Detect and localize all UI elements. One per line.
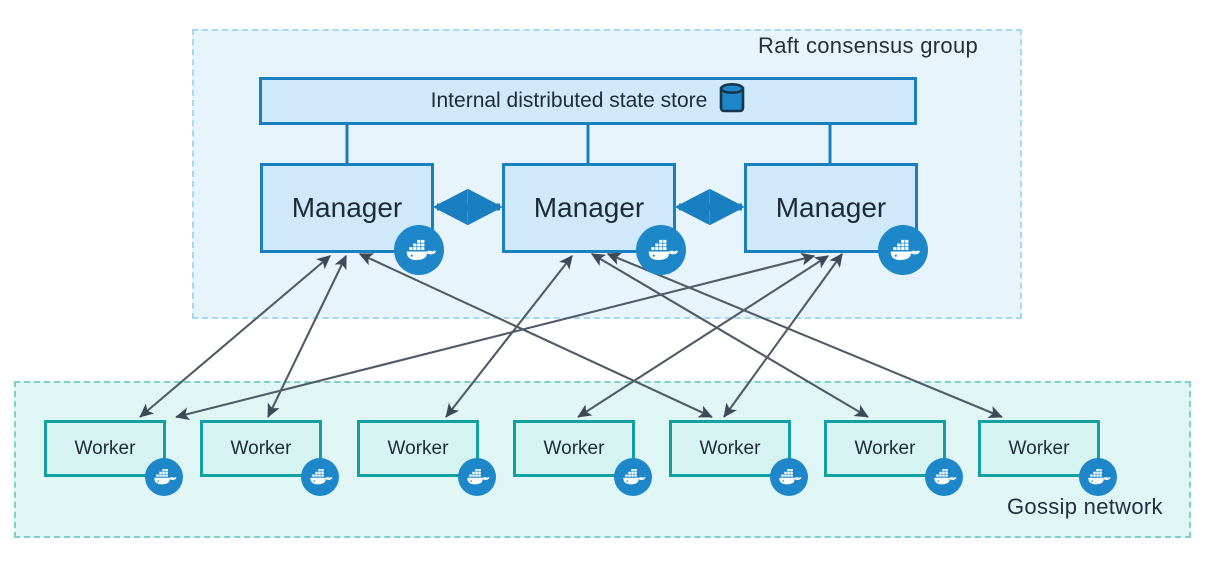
docker-whale-icon bbox=[770, 458, 808, 496]
docker-whale-icon bbox=[301, 458, 339, 496]
docker-whale-icon bbox=[614, 458, 652, 496]
manager-label: Manager bbox=[533, 192, 645, 223]
worker-node-4[interactable]: Worker bbox=[513, 420, 635, 477]
gossip-network-group-label: Gossip network bbox=[1007, 494, 1163, 519]
manager-node-2[interactable]: Manager bbox=[502, 163, 676, 253]
internal-state-store-node[interactable]: Internal distributed state store bbox=[259, 77, 917, 125]
worker-label: Worker bbox=[74, 437, 136, 459]
manager-label: Manager bbox=[291, 192, 403, 223]
worker-node-1[interactable]: Worker bbox=[44, 420, 166, 477]
worker-node-7[interactable]: Worker bbox=[978, 420, 1100, 477]
worker-label: Worker bbox=[1008, 437, 1070, 459]
worker-node-5[interactable]: Worker bbox=[669, 420, 791, 477]
store-to-manager-connectors bbox=[345, 125, 832, 164]
docker-whale-icon bbox=[878, 225, 928, 275]
state-store-label: Internal distributed state store bbox=[430, 89, 708, 112]
worker-node-6[interactable]: Worker bbox=[824, 420, 946, 477]
docker-whale-icon bbox=[458, 458, 496, 496]
worker-label: Worker bbox=[854, 437, 916, 459]
worker-label: Worker bbox=[699, 437, 761, 459]
docker-whale-icon bbox=[394, 225, 444, 275]
docker-whale-icon bbox=[145, 458, 183, 496]
manager-label: Manager bbox=[775, 192, 887, 223]
worker-label: Worker bbox=[230, 437, 292, 459]
manager-worker-arrows bbox=[139, 252, 1003, 421]
database-cylinder-icon bbox=[719, 82, 745, 120]
worker-label: Worker bbox=[387, 437, 449, 459]
worker-node-3[interactable]: Worker bbox=[357, 420, 479, 477]
docker-whale-icon bbox=[636, 225, 686, 275]
docker-whale-icon bbox=[925, 458, 963, 496]
worker-node-2[interactable]: Worker bbox=[200, 420, 322, 477]
raft-consensus-group-label: Raft consensus group bbox=[758, 33, 979, 58]
docker-whale-icon bbox=[1079, 458, 1117, 496]
worker-label: Worker bbox=[543, 437, 605, 459]
